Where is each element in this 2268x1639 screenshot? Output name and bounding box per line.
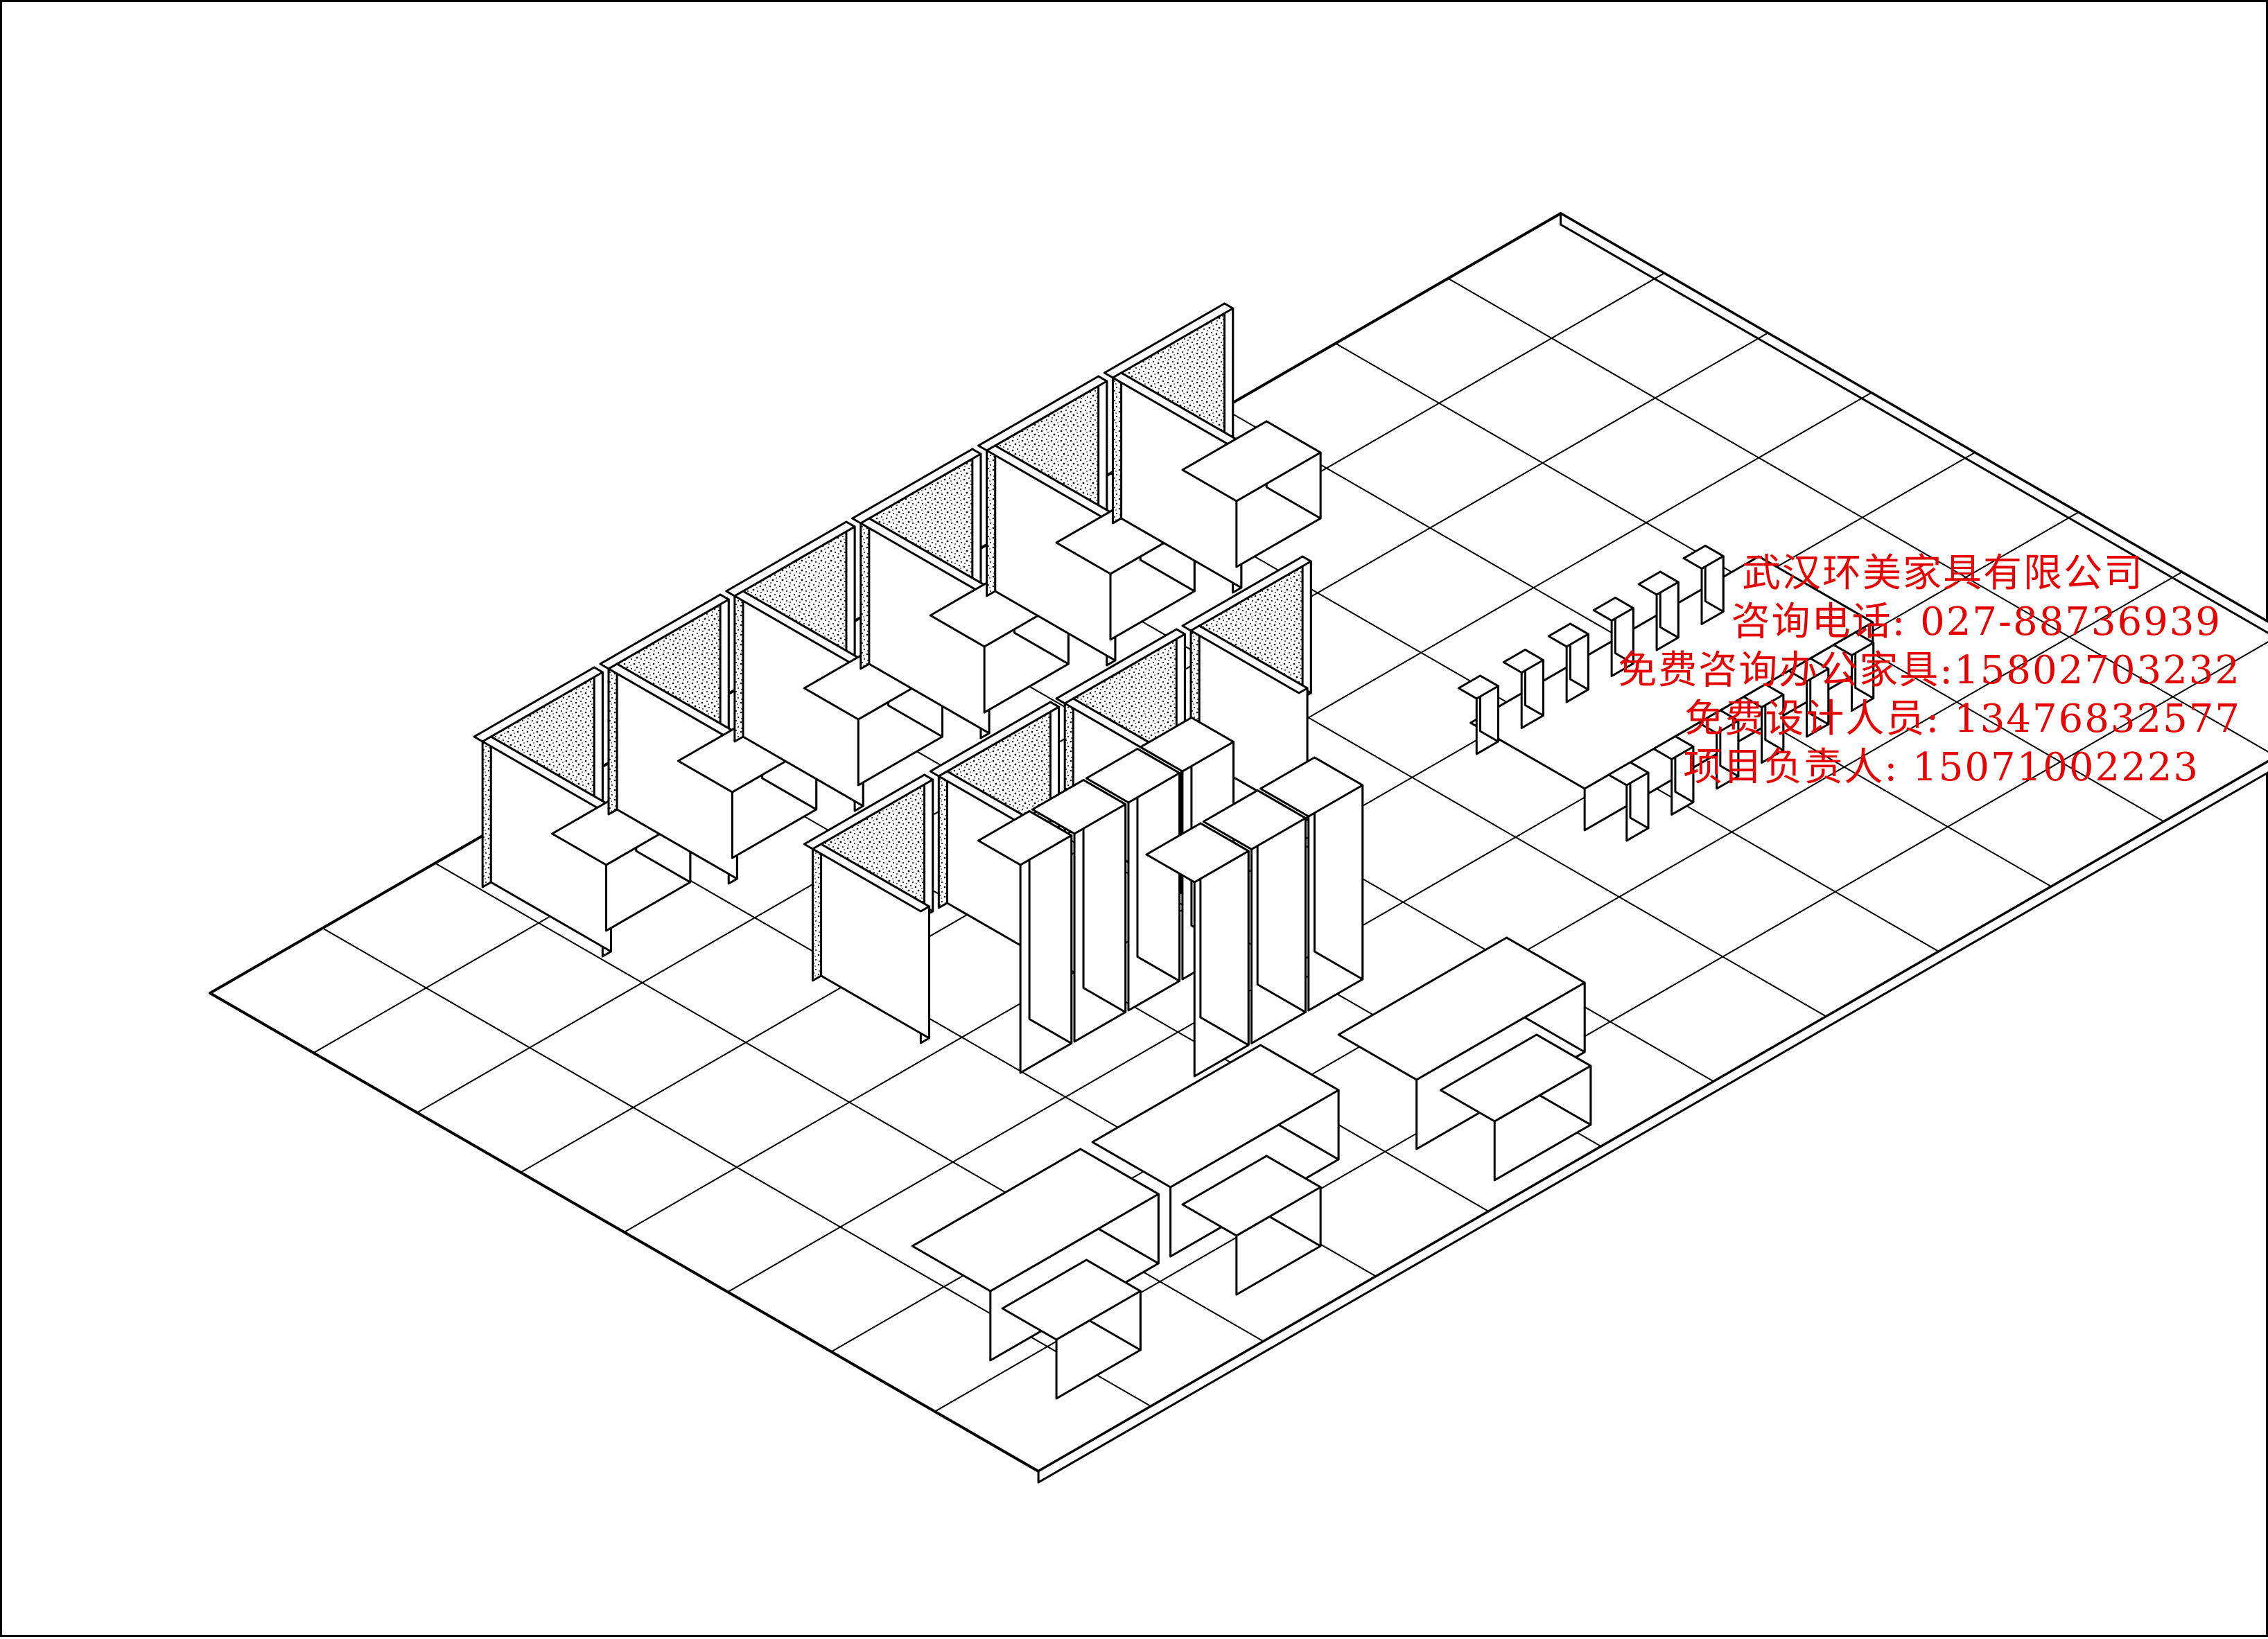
cubicle-back-panel-side	[846, 522, 855, 672]
company-name: 武汉环美家具有限公司	[1548, 550, 2241, 598]
project-manager-phone: 项目负责人: 15071002223	[1548, 744, 2241, 792]
company-contact-block: 武汉环美家具有限公司 咨询电话: 027-88736939 免费咨询办公家具:1…	[1548, 550, 2241, 792]
cubicle-back-panel-side	[972, 449, 981, 599]
cubicle-back-panel-side	[1099, 376, 1107, 527]
cubicle-back-panel-side	[720, 595, 729, 745]
cubicle-back-panel-side	[594, 667, 602, 818]
free-consult-phone: 免费咨询办公家具:15802703232	[1548, 647, 2241, 695]
free-design-phone: 免费设计人员: 13476832577	[1548, 695, 2241, 744]
consult-phone: 咨询电话: 027-88736939	[1548, 598, 2241, 647]
cubicle-back-panel-row2-side	[925, 775, 933, 911]
cubicle-back-panel-row2-side	[1302, 556, 1311, 693]
cubicle-back-panel-side	[1225, 304, 1233, 454]
